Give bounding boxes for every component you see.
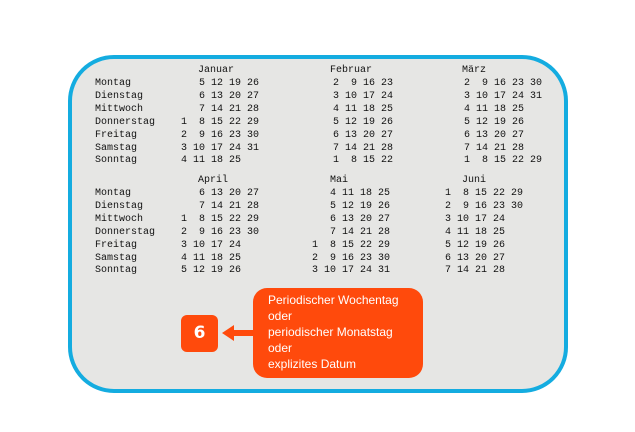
callout-line: explizites Datum: [268, 357, 357, 371]
arrow-left-icon: [222, 325, 256, 341]
callout-line: oder: [268, 341, 293, 355]
month-days-april: 6 13 20 27 7 14 21 28 1 8 15 22 29 2 9 1…: [181, 188, 260, 277]
month-header-maerz: März: [462, 65, 487, 76]
month-header-april: April: [198, 175, 229, 186]
month-header-januar: Januar: [198, 65, 235, 76]
month-days-februar: 2 9 16 23 3 10 17 24 4 11 18 25 5 12 19 …: [333, 78, 394, 167]
month-header-juni: Juni: [462, 175, 487, 186]
callout-line: oder: [268, 309, 293, 323]
month-days-januar: 5 12 19 26 6 13 20 27 7 14 21 28 1 8 15 …: [181, 78, 260, 167]
month-days-maerz: 2 9 16 23 30 3 10 17 24 31 4 11 18 25 5 …: [464, 78, 543, 167]
month-days-mai: 4 11 18 25 5 12 19 26 6 13 20 27 7 14 21…: [312, 188, 391, 277]
callout-line: periodischer Monatstag: [268, 325, 393, 339]
month-header-februar: Februar: [330, 65, 373, 76]
month-days-juni: 1 8 15 22 29 2 9 16 23 30 3 10 17 24 4 1…: [445, 188, 524, 277]
callout-line: Periodischer Wochentag: [268, 293, 399, 307]
weekday-labels-top: Montag Dienstag Mittwoch Donnerstag Frei…: [95, 78, 156, 167]
weekday-labels-bottom: Montag Dienstag Mittwoch Donnerstag Frei…: [95, 188, 156, 277]
callout-box: Periodischer Wochentag oder periodischer…: [253, 288, 423, 378]
step-number-badge: 6: [181, 315, 218, 352]
month-header-mai: Mai: [330, 175, 349, 186]
